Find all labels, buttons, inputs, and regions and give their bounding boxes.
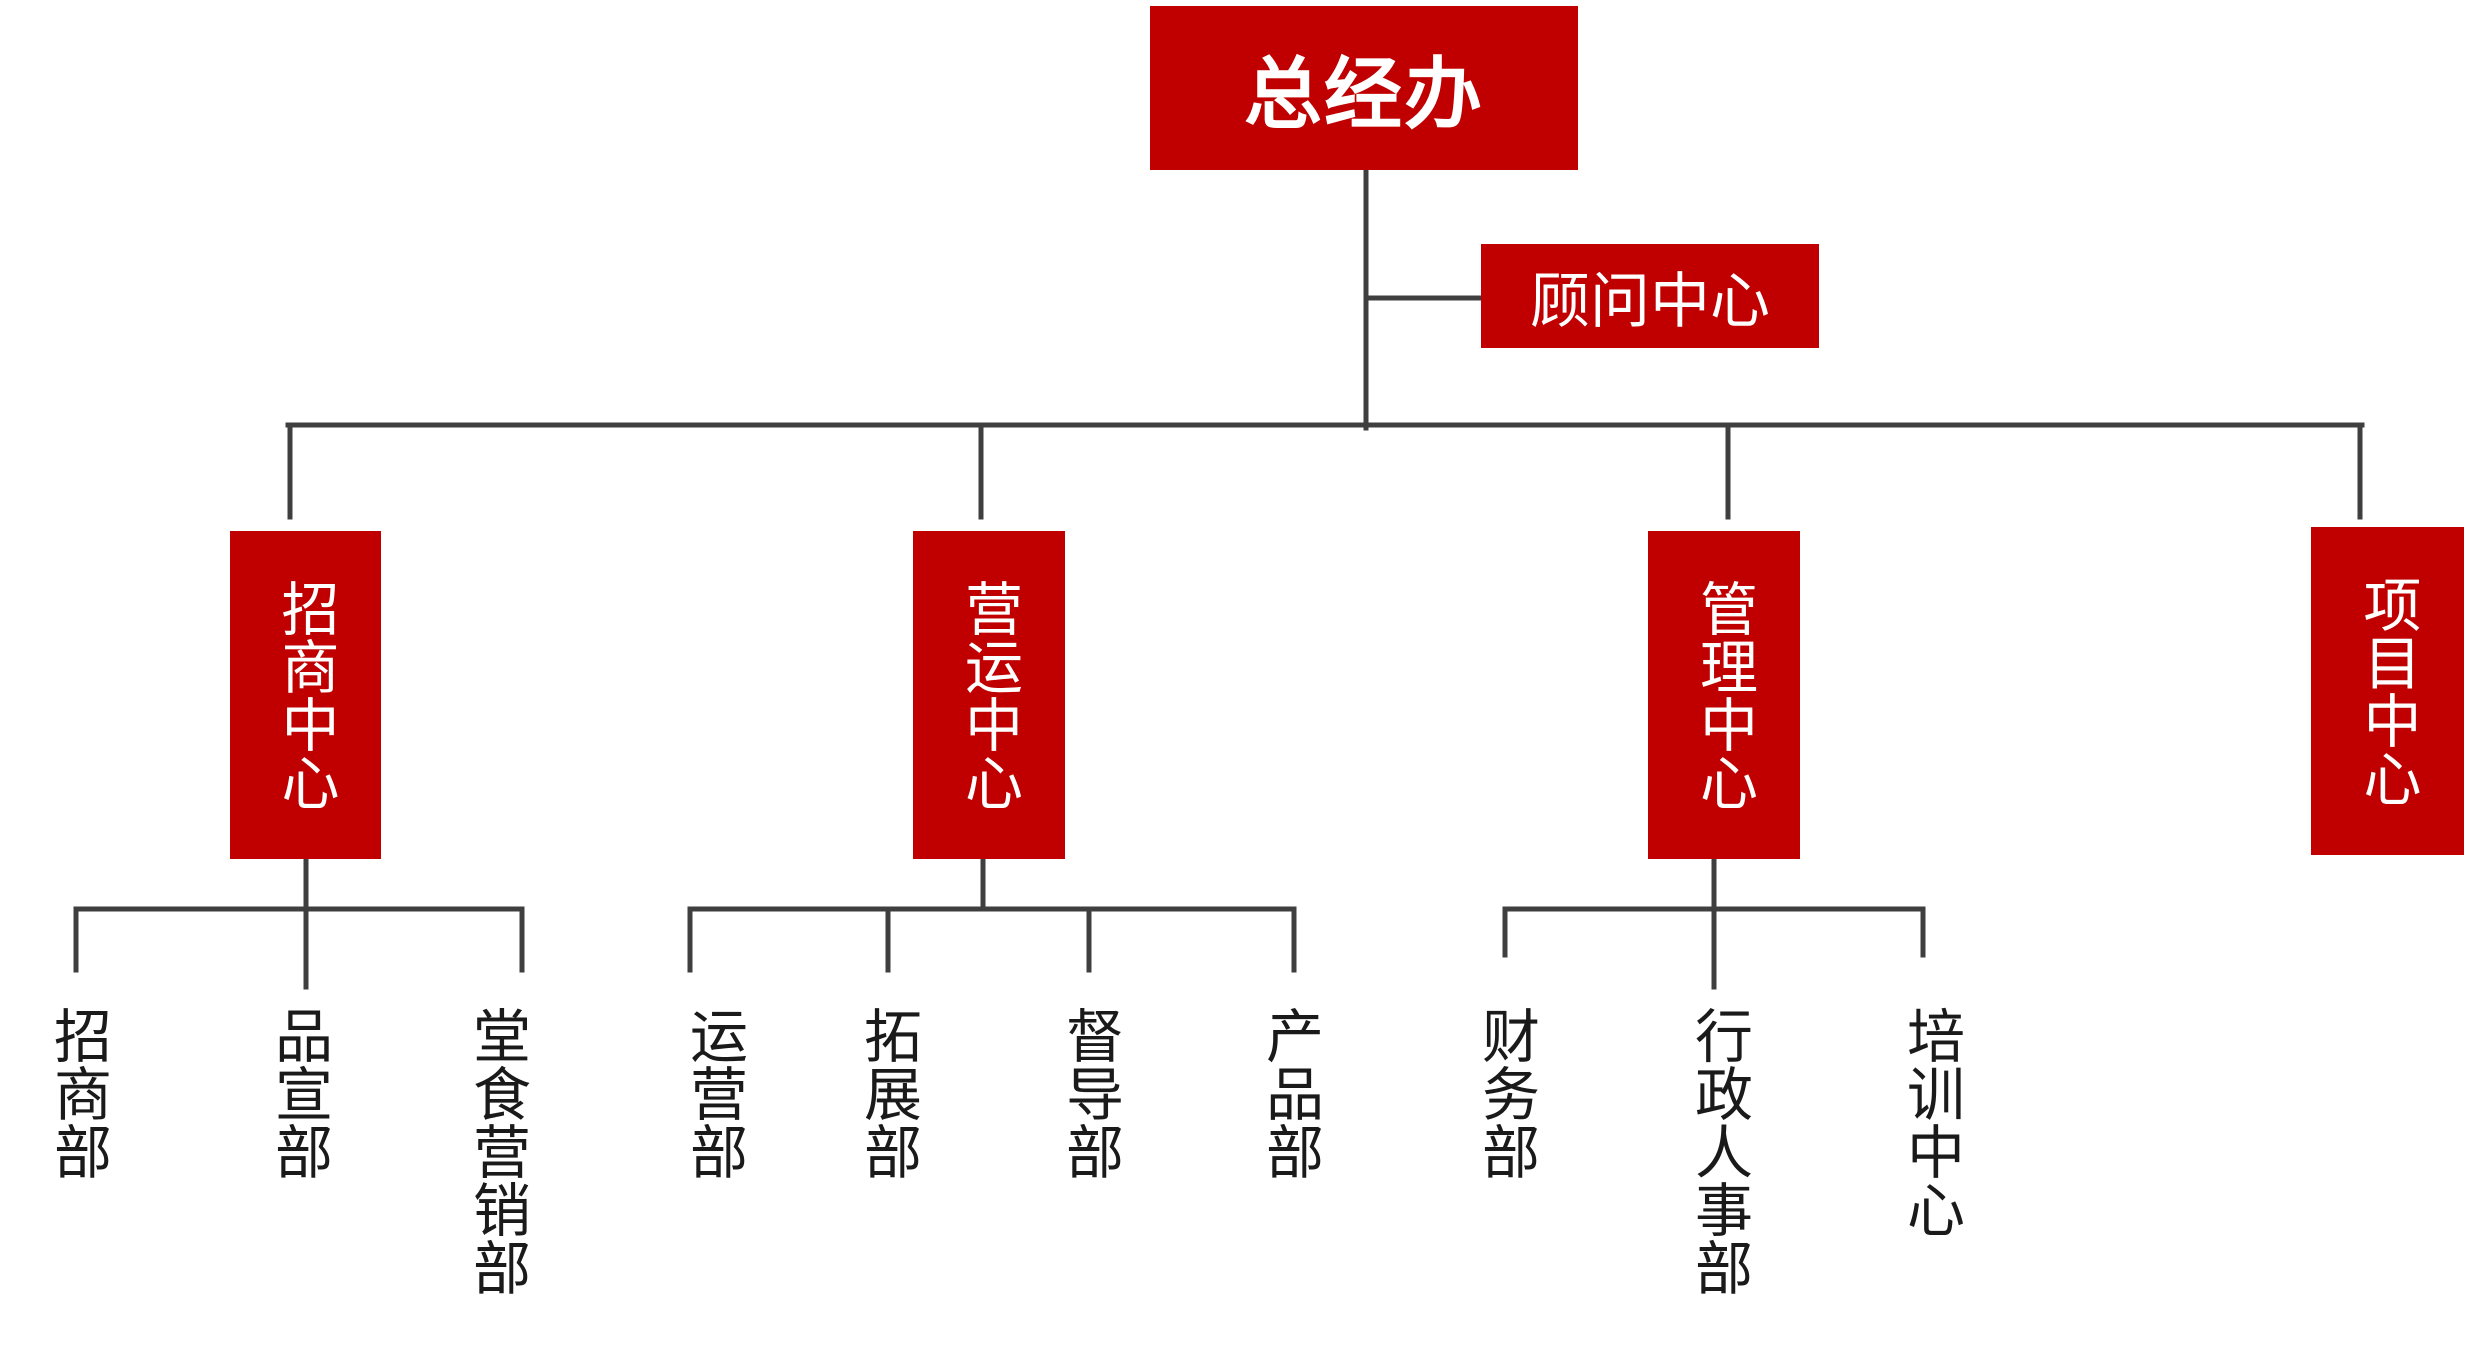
center-node-box: 营运中心 — [913, 531, 1065, 859]
center-node-label: 营运中心 — [955, 579, 1023, 811]
department-label: 行政人事部 — [1685, 1006, 1753, 1296]
root-node-label: 总经办 — [1243, 50, 1484, 140]
department-label: 拓展部 — [854, 1006, 922, 1180]
advisor-node-label: 顾问中心 — [1530, 266, 1770, 337]
center-node-label: 招商中心 — [271, 579, 340, 811]
department-label: 产品部 — [1256, 1006, 1324, 1180]
department-label: 财务部 — [1472, 1006, 1540, 1180]
center-node-box: 管理中心 — [1648, 531, 1800, 859]
department-label: 运营部 — [680, 1006, 748, 1180]
department-label: 督导部 — [1056, 1006, 1124, 1180]
department-label: 培训中心 — [1897, 1006, 1965, 1238]
center-node-box: 项目中心 — [2311, 527, 2464, 855]
department-label: 招商部 — [44, 1006, 112, 1180]
department-label: 堂食营销部 — [463, 1006, 531, 1296]
center-node-label: 项目中心 — [2353, 575, 2422, 807]
department-label: 品宣部 — [265, 1006, 333, 1180]
advisor-node-box: 顾问中心 — [1481, 244, 1819, 348]
center-node-label: 管理中心 — [1690, 579, 1758, 811]
root-node-box: 总经办 — [1150, 6, 1578, 170]
center-node-box: 招商中心 — [230, 531, 381, 859]
